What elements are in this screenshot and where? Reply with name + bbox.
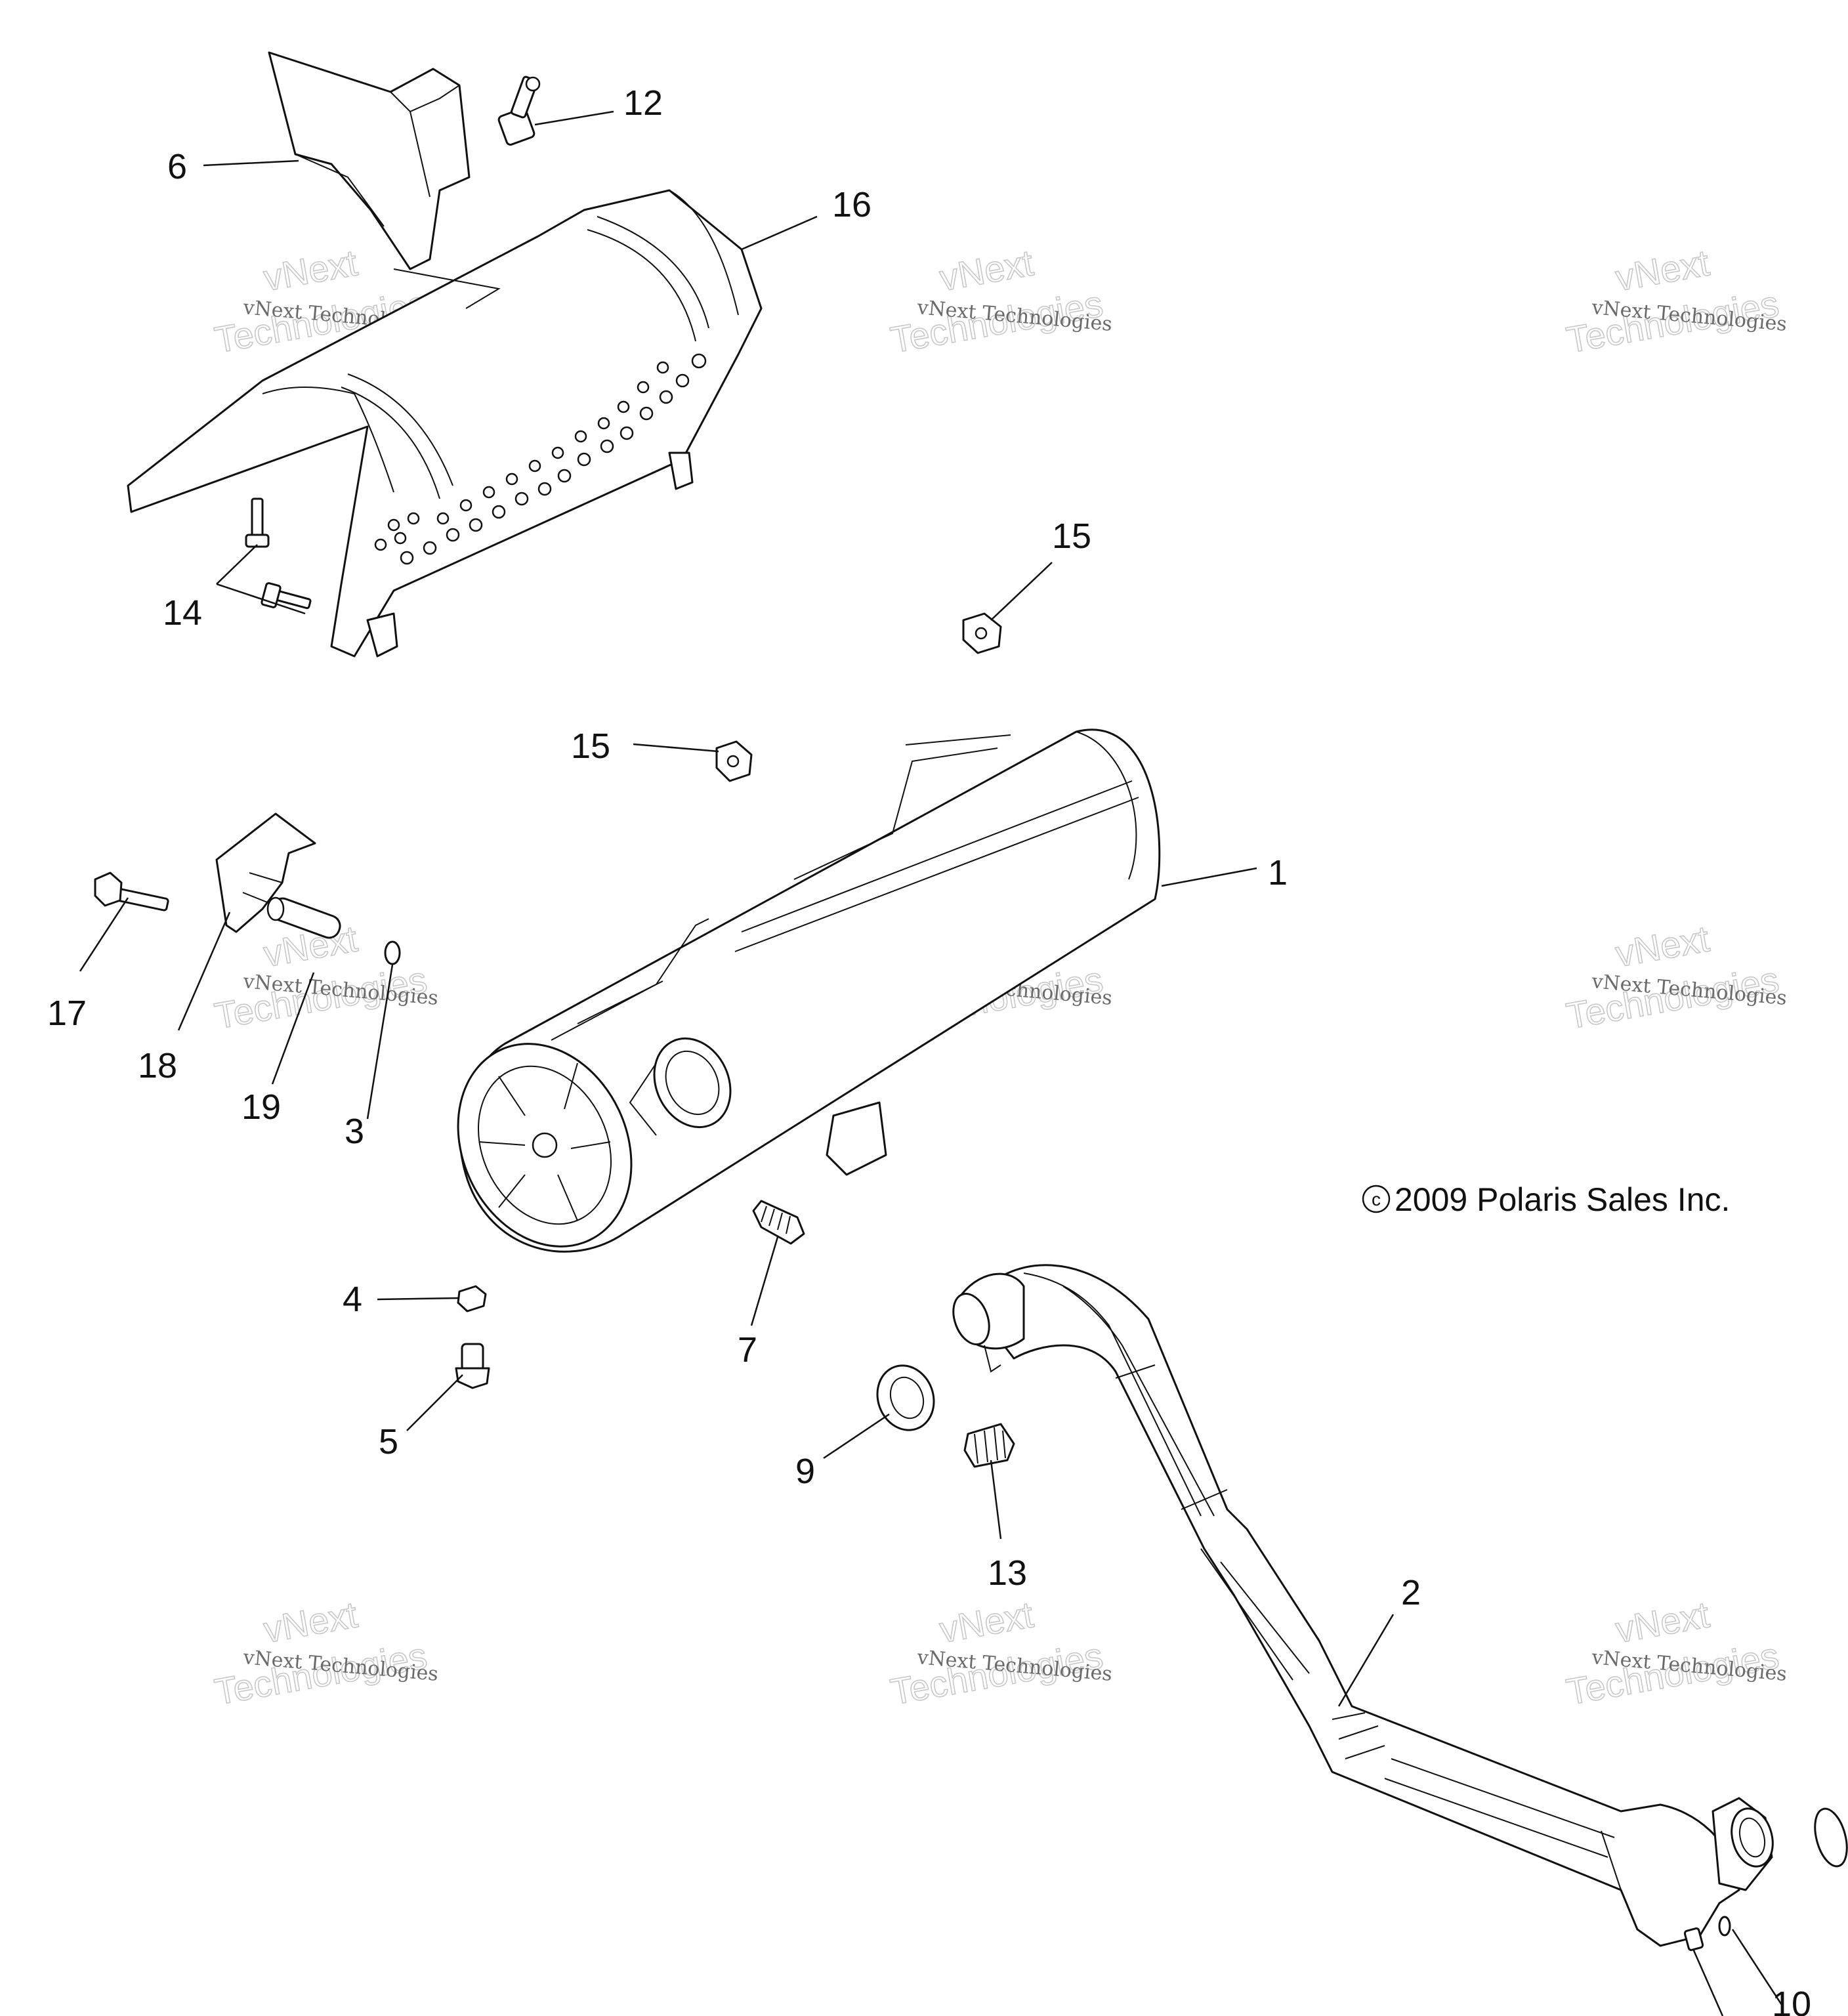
callout-7: 7 bbox=[738, 1330, 757, 1370]
callout-5: 5 bbox=[379, 1422, 398, 1461]
callout-16: 16 bbox=[832, 185, 872, 224]
callout-15-lower: 15 bbox=[571, 726, 610, 766]
part-4-nut[interactable] bbox=[457, 1285, 487, 1312]
callout-10: 10 bbox=[1772, 1984, 1811, 2016]
part-6-heat-shield-bracket[interactable] bbox=[268, 51, 471, 270]
callout-1: 1 bbox=[1268, 853, 1288, 892]
part-18-bracket[interactable] bbox=[215, 812, 316, 933]
callout-9: 9 bbox=[795, 1452, 815, 1491]
part-7-spring[interactable] bbox=[752, 1200, 805, 1245]
part-16-heat-shield[interactable] bbox=[127, 189, 763, 658]
part-19-tube[interactable] bbox=[266, 896, 343, 941]
part-15-clip-nut-lower[interactable] bbox=[715, 740, 753, 782]
part-2-head-pipe[interactable] bbox=[947, 1264, 1779, 1947]
callout-labels: 12 6 16 15 14 15 1 17 18 19 3 4 5 7 9 13… bbox=[47, 83, 1811, 2016]
callout-3: 3 bbox=[345, 1112, 364, 1151]
callout-19: 19 bbox=[242, 1087, 281, 1127]
watermark-vnext: vNext bbox=[1612, 1593, 1712, 1650]
watermark-vnext: vNext bbox=[261, 242, 360, 299]
watermark-vnext: vNext bbox=[261, 1593, 360, 1650]
part-9-gasket[interactable] bbox=[868, 1358, 942, 1438]
callout-15-upper: 15 bbox=[1052, 516, 1091, 556]
part-12-bolt[interactable] bbox=[497, 75, 541, 146]
part-13-spring[interactable] bbox=[963, 1423, 1015, 1468]
part-14-bolts[interactable] bbox=[245, 497, 312, 610]
shield-perforations bbox=[374, 353, 707, 565]
callout-6: 6 bbox=[167, 147, 187, 186]
copyright-circle bbox=[1362, 1185, 1391, 1213]
part-17-bolt[interactable] bbox=[94, 872, 169, 912]
callout-18: 18 bbox=[138, 1046, 177, 1085]
watermark-vnext: vNext bbox=[936, 1593, 1036, 1650]
copyright-symbol: c bbox=[1372, 1189, 1381, 1209]
callout-17: 17 bbox=[47, 994, 87, 1033]
part-5-bolt[interactable] bbox=[455, 1343, 490, 1389]
copyright-notice: c 2009 Polaris Sales Inc. bbox=[1362, 1181, 1730, 1218]
callout-2: 2 bbox=[1401, 1573, 1421, 1612]
watermark-vnext: vNext bbox=[1612, 917, 1712, 975]
watermark-vnext: vNext bbox=[1612, 242, 1712, 299]
callout-14: 14 bbox=[163, 593, 202, 633]
part-10-gasket[interactable] bbox=[1683, 1805, 1848, 1951]
callout-12: 12 bbox=[623, 83, 663, 123]
part-1-muffler[interactable] bbox=[426, 728, 1161, 1275]
leader-lines bbox=[79, 110, 1783, 2016]
part-15-clip-nut-upper[interactable] bbox=[962, 612, 1002, 654]
part-3-o-ring[interactable] bbox=[384, 940, 401, 965]
copyright-text: 2009 Polaris Sales Inc. bbox=[1395, 1181, 1730, 1218]
callout-13: 13 bbox=[988, 1553, 1027, 1593]
watermark-vnext: vNext bbox=[936, 242, 1036, 299]
callout-4: 4 bbox=[343, 1280, 362, 1319]
